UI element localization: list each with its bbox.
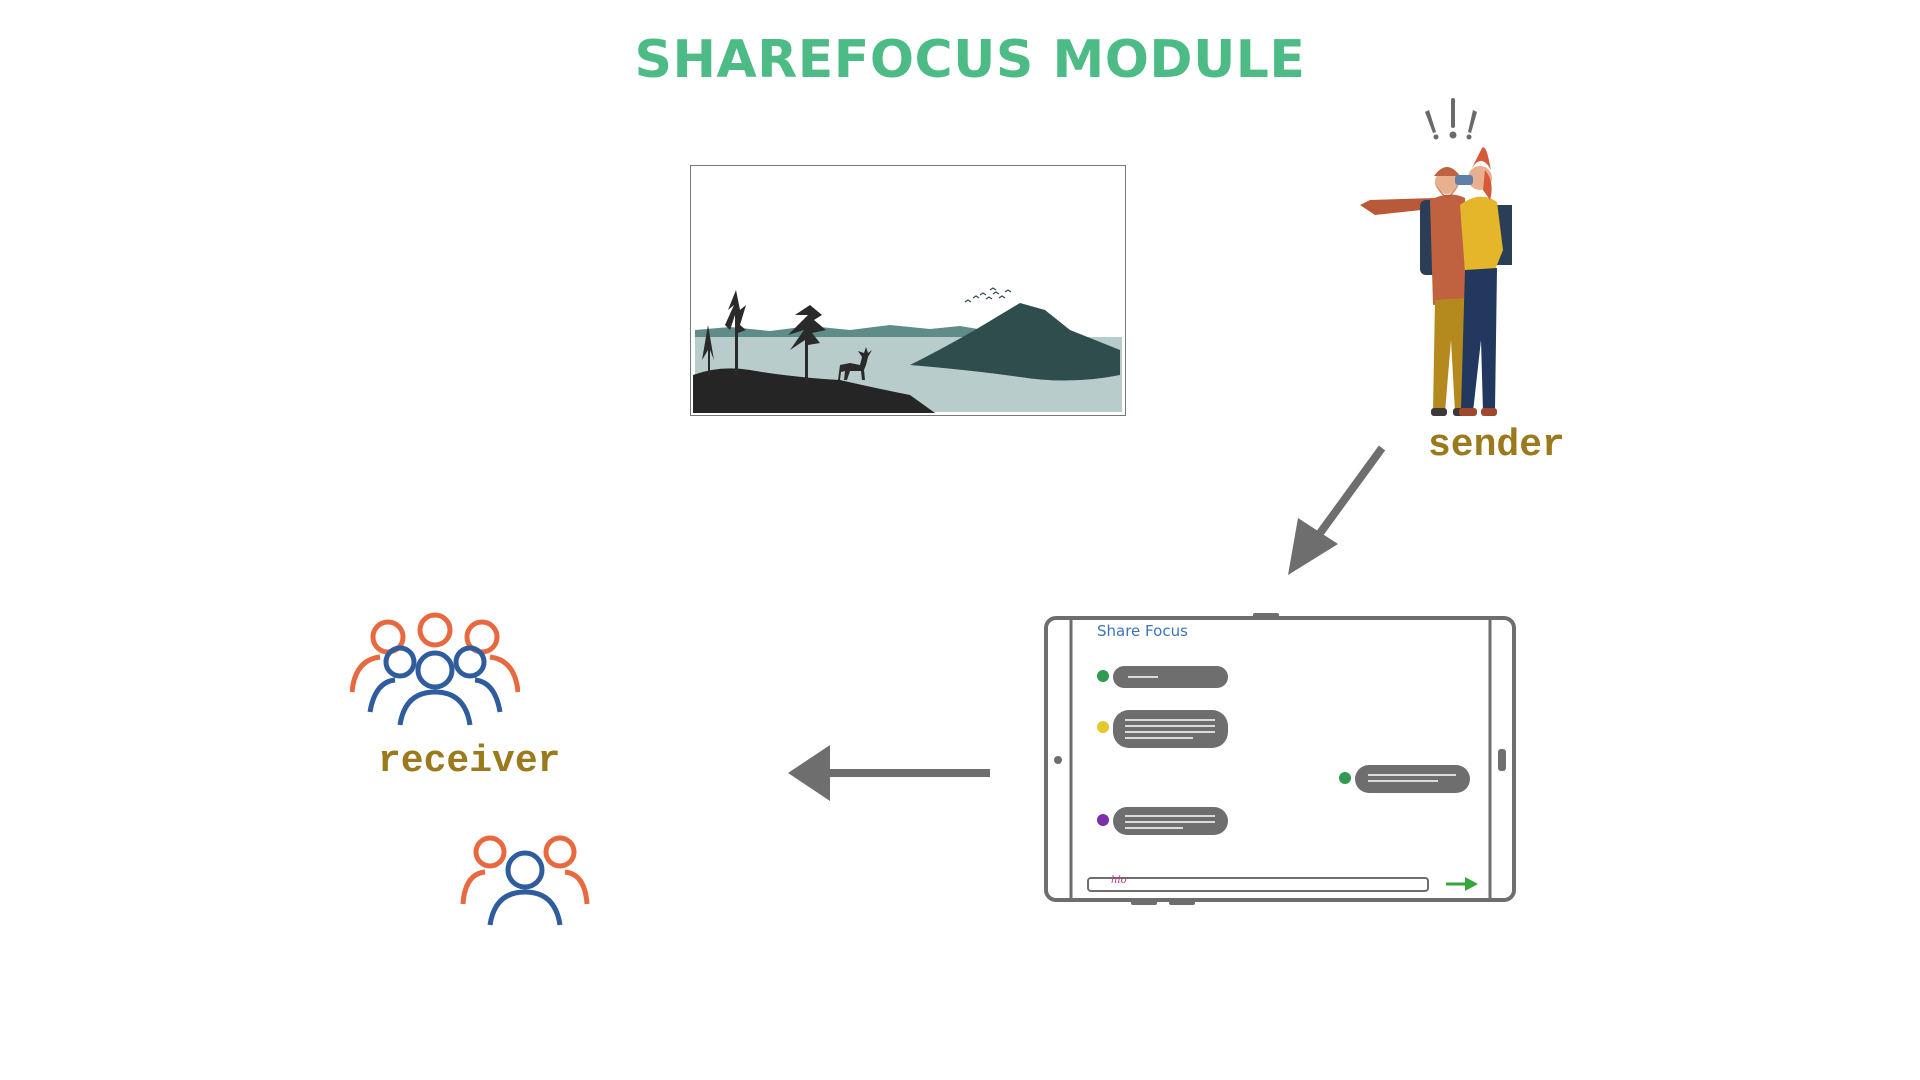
people-group-icon — [460, 835, 590, 926]
hikers-binoculars-illustration — [1360, 98, 1512, 416]
receiver-label: receiver — [378, 740, 561, 783]
message-input-value[interactable]: hlo — [1111, 875, 1127, 886]
landscape-deer-image — [690, 165, 1126, 416]
tablet-device — [1044, 613, 1516, 905]
tablet-app-title: Share Focus — [1097, 622, 1188, 640]
arrow-left-icon — [788, 745, 990, 801]
people-group-icon — [350, 612, 520, 726]
sender-label: sender — [1428, 424, 1565, 467]
arrow-down-left-icon — [1288, 445, 1386, 575]
diagram-title: SHAREFOCUS MODULE — [634, 30, 1306, 90]
